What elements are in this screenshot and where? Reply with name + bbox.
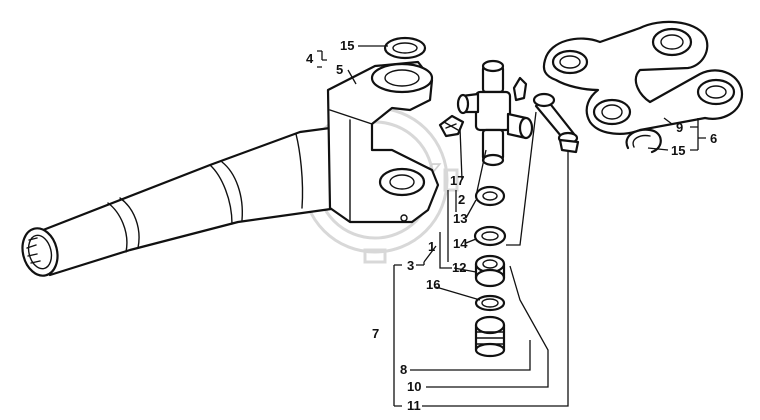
label-11: 11 bbox=[407, 398, 421, 413]
label-7: 7 bbox=[372, 326, 379, 341]
shaft bbox=[21, 126, 340, 277]
link-arm bbox=[532, 92, 580, 154]
bearing-cap-13 bbox=[474, 185, 506, 207]
seal-14 bbox=[473, 225, 507, 247]
label-3: 3 bbox=[407, 258, 414, 273]
label-9: 9 bbox=[676, 120, 683, 135]
label-5: 5 bbox=[336, 62, 343, 77]
callout-labels: 4 15 5 17 2 13 14 1 12 3 16 7 8 10 11 9 … bbox=[306, 38, 717, 413]
label-4: 4 bbox=[306, 51, 314, 66]
label-13: 13 bbox=[453, 211, 467, 226]
label-6: 6 bbox=[710, 131, 717, 146]
label-10: 10 bbox=[407, 379, 421, 394]
tie-rod bbox=[542, 20, 744, 135]
label-16: 16 bbox=[426, 277, 440, 292]
cross-spider bbox=[456, 59, 534, 167]
yoke bbox=[326, 60, 440, 224]
washer-16 bbox=[474, 294, 506, 312]
snap-ring-upper bbox=[383, 36, 427, 60]
label-8: 8 bbox=[400, 362, 407, 377]
label-15-upper: 15 bbox=[340, 38, 354, 53]
snap-ring-lower bbox=[625, 128, 662, 154]
label-17: 17 bbox=[450, 173, 464, 188]
label-12: 12 bbox=[452, 260, 466, 275]
leader-lines bbox=[317, 45, 706, 407]
label-2: 2 bbox=[458, 192, 465, 207]
label-1: 1 bbox=[428, 239, 435, 254]
label-14: 14 bbox=[453, 236, 468, 251]
bushing-8 bbox=[474, 315, 506, 358]
bushing-12 bbox=[474, 254, 506, 288]
label-15-lower: 15 bbox=[671, 143, 685, 158]
